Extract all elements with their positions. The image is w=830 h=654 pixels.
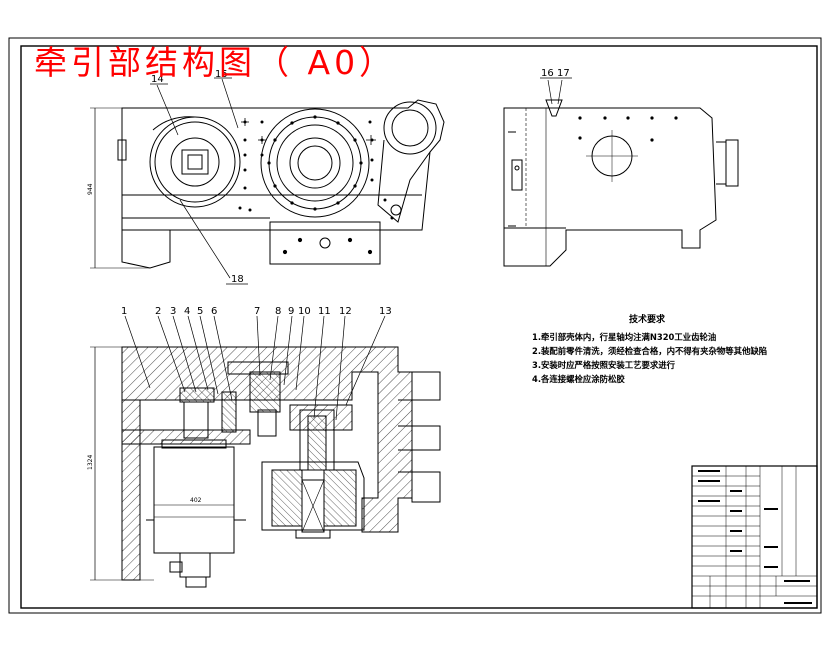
dimension-402: 402: [190, 497, 202, 504]
part-label-16: 16: [541, 68, 554, 79]
drawing-frame: [8, 37, 822, 614]
part-labels: 14 15 18 16 17 1 2 3 4 5 6 7 8 9 10 11 1…: [121, 68, 570, 317]
part-label-14: 14: [151, 74, 164, 85]
section-view: [90, 315, 441, 588]
part-label-10: 10: [298, 306, 311, 317]
technical-notes-heading: 技术要求: [628, 315, 665, 325]
part-label-3: 3: [170, 306, 176, 317]
technical-notes: 技术要求 1.牵引部壳体内，行星轴均注满N320工业齿轮油 2.装配前零件清洗，…: [532, 312, 768, 386]
dimension-1324: 1324: [87, 455, 94, 470]
part-label-12: 12: [339, 306, 352, 317]
drawing-title: 牵引部结构图（ A0）: [34, 43, 397, 82]
dimension-944: 944: [87, 183, 94, 195]
part-label-5: 5: [197, 306, 203, 317]
technical-note-2: 2.装配前零件清洗，须经检查合格，内不得有夹杂物等其他缺陷: [532, 346, 768, 356]
part-label-15: 15: [215, 69, 228, 80]
title-block: [691, 465, 818, 609]
part-label-17: 17: [557, 68, 570, 79]
technical-note-4: 4.各连接螺栓应涂防松胶: [532, 374, 625, 384]
part-label-8: 8: [275, 306, 281, 317]
dimension-labels: 944 1324 402: [87, 183, 202, 504]
part-label-9: 9: [288, 306, 294, 317]
part-label-18: 18: [231, 274, 244, 285]
part-label-7: 7: [254, 306, 260, 317]
front-view: [90, 77, 445, 285]
part-label-2: 2: [155, 306, 161, 317]
technical-note-3: 3.安装时应严格按照安装工艺要求进行: [532, 360, 676, 370]
part-label-4: 4: [184, 306, 190, 317]
part-label-13: 13: [379, 306, 392, 317]
part-label-1: 1: [121, 306, 127, 317]
part-label-11: 11: [318, 306, 331, 317]
technical-note-1: 1.牵引部壳体内，行星轴均注满N320工业齿轮油: [532, 332, 717, 342]
side-view: [503, 77, 739, 267]
part-label-6: 6: [211, 306, 217, 317]
